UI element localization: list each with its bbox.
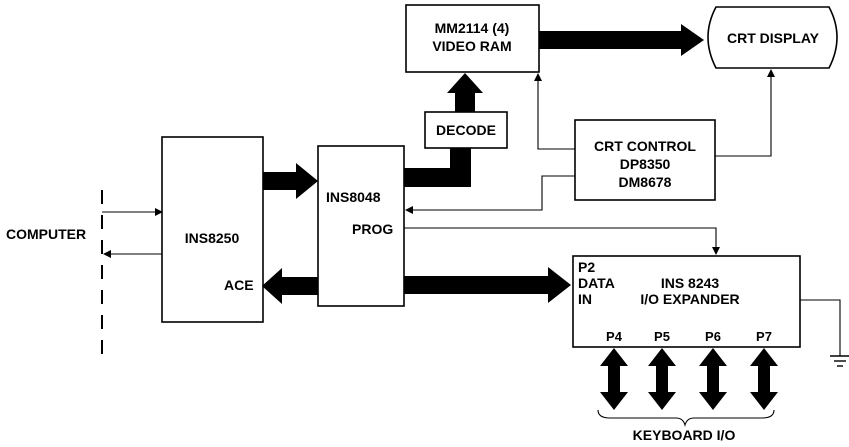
bus-8048-to-expander — [404, 267, 571, 303]
crt-control-line3: DM8678 — [619, 174, 672, 190]
port-p5-label: P5 — [654, 329, 670, 344]
video-ram-line1: MM2114 (4) — [435, 20, 510, 36]
video-ram-line2: VIDEO RAM — [432, 38, 511, 54]
crt-control-to-8048-line — [405, 175, 575, 214]
bus-8250-to-8048 — [263, 163, 318, 199]
port-p2-label: P2 — [578, 259, 595, 275]
crt-control-line2: DP8350 — [620, 156, 671, 172]
ins8048-label: INS8048 — [326, 189, 381, 205]
crt-control-box — [574, 119, 716, 201]
port-p7-label: P7 — [756, 329, 772, 344]
port-p5-arrow — [648, 348, 676, 410]
io-expander-line2: I/O EXPANDER — [640, 291, 739, 307]
ground-wire — [800, 299, 841, 356]
bus-decode-to-ram — [447, 73, 483, 112]
bus-ram-to-crt-display — [539, 24, 704, 56]
decode-box — [424, 111, 508, 149]
port-p4-arrow — [600, 348, 628, 410]
prog-label: PROG — [352, 221, 393, 237]
crt-display-box — [707, 6, 838, 69]
bus-8048-to-ace — [262, 268, 318, 304]
ace-label: ACE — [224, 277, 254, 293]
prog-to-expander-line — [404, 227, 720, 255]
crt-control-to-ram-line — [534, 73, 575, 150]
ins8250-box — [161, 136, 264, 323]
computer-label: COMPUTER — [6, 226, 86, 242]
ins8250-label: INS8250 — [185, 230, 240, 246]
port-p6-arrow — [699, 348, 727, 410]
port-p7-arrow — [750, 348, 778, 410]
port-in-label: IN — [578, 291, 592, 307]
keyboard-io-label: KEYBOARD I/O — [633, 427, 736, 443]
port-p6-label: P6 — [705, 329, 721, 344]
keyboard-port-arrows — [600, 348, 778, 410]
port-data-label: DATA — [578, 275, 615, 291]
crt-control-to-display-line — [715, 69, 775, 157]
video-ram-box — [405, 4, 540, 73]
keyboard-bracket — [597, 409, 775, 427]
io-expander-line1: INS 8243 — [661, 275, 720, 291]
ins8048-box — [317, 145, 405, 307]
io-expander-box — [572, 255, 801, 348]
decode-label: DECODE — [436, 122, 496, 138]
crt-control-line1: CRT CONTROL — [594, 138, 696, 154]
crt-display-label: CRT DISPLAY — [727, 30, 820, 46]
port-p4-label: P4 — [606, 329, 623, 344]
bus-8048-to-decode — [404, 148, 471, 187]
